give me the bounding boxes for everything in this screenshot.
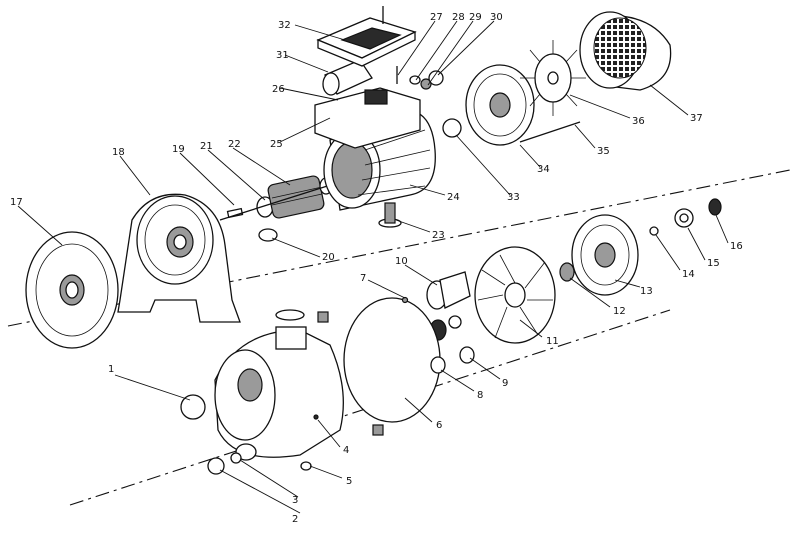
label-20: 20 [322, 252, 335, 263]
label-29: 29 [469, 12, 482, 23]
label-36: 36 [632, 116, 645, 127]
label-5: 5 [346, 476, 352, 487]
label-12: 12 [613, 306, 626, 317]
label-32: 32 [278, 20, 291, 31]
o-ring-1-part [180, 394, 206, 420]
fan-cover-part [579, 11, 672, 91]
impeller-part [571, 214, 639, 296]
label-3: 3 [292, 495, 298, 506]
label-26: 26 [272, 84, 285, 95]
label-17: 17 [10, 197, 23, 208]
leader-lines [17, 20, 729, 514]
coupling-part [559, 262, 575, 282]
terminal-cover-part [316, 6, 417, 67]
rear-seal-part [442, 118, 462, 138]
o-ring-9-part [459, 346, 475, 364]
plug-parts [275, 309, 384, 471]
label-11: 11 [546, 336, 559, 347]
label-28: 28 [452, 12, 465, 23]
part-labels: 1 2 3 4 5 6 7 8 9 10 11 12 13 14 15 16 1… [10, 12, 743, 525]
label-6: 6 [436, 420, 442, 431]
label-33: 33 [507, 192, 520, 203]
label-1: 1 [108, 364, 114, 375]
label-18: 18 [112, 147, 125, 158]
label-8: 8 [477, 390, 483, 401]
label-13: 13 [640, 286, 653, 297]
label-7: 7 [360, 273, 366, 284]
label-24: 24 [447, 192, 460, 203]
pump-casing-part [214, 326, 344, 461]
housing-gasket-part [343, 297, 441, 423]
center-axes [7, 169, 791, 506]
label-30: 30 [490, 12, 503, 23]
label-34: 34 [537, 164, 550, 175]
cable-gland-part [378, 202, 402, 228]
label-16: 16 [730, 241, 743, 252]
motor-bracket-part [117, 193, 241, 323]
rotor-assembly-part [219, 175, 341, 221]
ejector-part [426, 271, 471, 341]
o-ring-8-part [430, 356, 446, 374]
capacitor-part [322, 59, 373, 96]
diffuser-part [474, 246, 556, 344]
label-10: 10 [395, 256, 408, 267]
terminal-box-part [314, 87, 421, 149]
shaft-seal-parts [649, 198, 722, 236]
cooling-fan-part [520, 40, 586, 116]
label-14: 14 [682, 269, 695, 280]
label-35: 35 [597, 146, 610, 157]
drain-plug-part [207, 457, 225, 475]
label-15: 15 [707, 258, 720, 269]
tie-rod-part [519, 121, 581, 143]
drain-seal-part [230, 452, 242, 464]
label-37: 37 [690, 113, 703, 124]
label-21: 21 [200, 141, 213, 152]
label-25: 25 [270, 139, 283, 150]
label-9: 9 [502, 378, 508, 389]
label-31: 31 [276, 50, 289, 61]
terminal-small-parts [396, 66, 444, 90]
label-19: 19 [172, 144, 185, 155]
end-cover-part [25, 231, 119, 349]
label-4: 4 [343, 445, 349, 456]
label-23: 23 [432, 230, 445, 241]
label-22: 22 [228, 139, 241, 150]
small-screw-part [401, 296, 409, 304]
label-2: 2 [292, 514, 298, 525]
label-27: 27 [430, 12, 443, 23]
rear-end-shield-part [465, 64, 535, 146]
